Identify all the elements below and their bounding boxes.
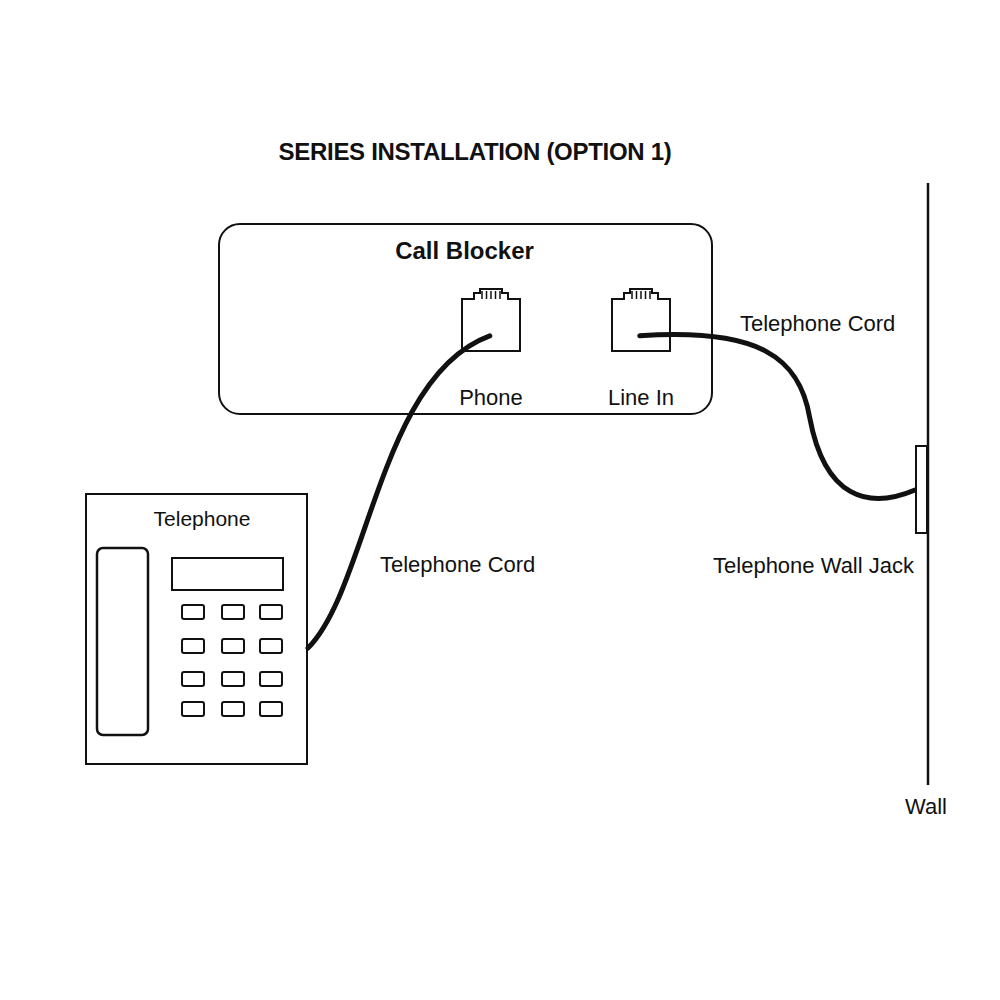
jack-pin [499, 291, 501, 299]
diagram-title: SERIES INSTALLATION (OPTION 1) [0, 138, 950, 166]
jack-pin [481, 291, 483, 299]
telephone-cord [308, 336, 490, 648]
wall-jack-outline [916, 446, 927, 533]
jack-pin [645, 291, 647, 299]
keypad-key [182, 702, 204, 716]
jack-pin [490, 291, 492, 299]
jack-pin [640, 291, 642, 299]
display [172, 558, 283, 590]
keypad-key [182, 672, 204, 686]
box-title: Call Blocker [220, 237, 711, 265]
wall-jack-label: Telephone Wall Jack [713, 553, 914, 579]
jack-pin [649, 291, 651, 299]
keypad-key [260, 639, 282, 653]
telephone-label: Telephone [147, 507, 257, 531]
wall-jack: Telephone Wall Jack [680, 445, 928, 585]
cord-label: Telephone Cord [738, 311, 897, 337]
jack-outline [612, 289, 670, 351]
jack-icon [610, 287, 672, 353]
jack-pin [636, 291, 638, 299]
keypad-key [182, 605, 204, 619]
keypad-key [260, 702, 282, 716]
handset [97, 548, 148, 735]
phone-jack: Line In [591, 287, 691, 412]
telephone-drawing [85, 493, 308, 765]
wall-label: Wall [895, 794, 957, 820]
keypad-key [182, 639, 204, 653]
keypad-key [260, 672, 282, 686]
device-box: Call BlockerPhoneLine In [218, 223, 713, 415]
jack-label: Phone [421, 385, 561, 411]
cord-label: Telephone Cord [378, 552, 537, 578]
jack-pin [495, 291, 497, 299]
jack-icon [460, 287, 522, 353]
jack-pin [631, 291, 633, 299]
keypad-key [222, 672, 244, 686]
jack-pin [486, 291, 488, 299]
keypad-key [222, 605, 244, 619]
wall-jack-plate [915, 445, 929, 535]
jack-label: Line In [571, 385, 711, 411]
telephone-cord [640, 335, 915, 499]
keypad-key [260, 605, 282, 619]
keypad-key [222, 639, 244, 653]
jack-outline [462, 289, 520, 351]
phone-jack: Phone [441, 287, 541, 412]
telephone-set: Telephone [85, 493, 308, 765]
keypad-key [222, 702, 244, 716]
